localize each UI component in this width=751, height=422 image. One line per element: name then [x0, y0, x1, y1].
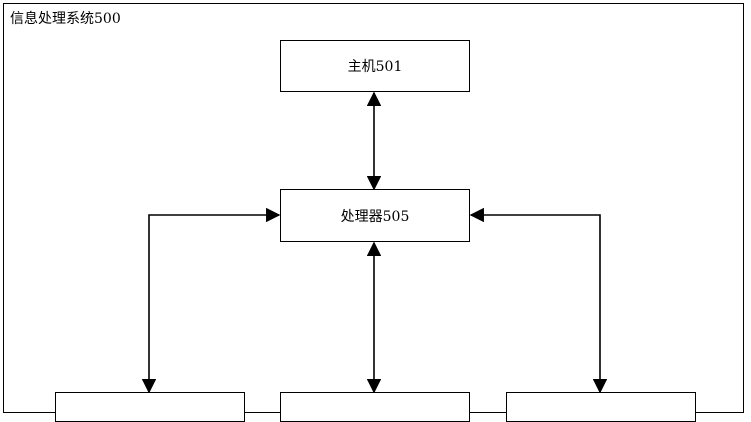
host-node: 主机501 [280, 40, 470, 92]
bottom-right-node [506, 392, 696, 422]
system-label: 信息处理系统500 [10, 11, 121, 27]
host-node-label: 主机501 [347, 59, 403, 75]
processor-node: 处理器505 [280, 189, 470, 242]
bottom-center-node [280, 392, 470, 422]
diagram-canvas: 信息处理系统500 主机501 处理器505 [3, 3, 744, 422]
connector-layer [141, 91, 608, 394]
edge-processor-bottom-left [141, 207, 281, 394]
processor-node-label: 处理器505 [340, 208, 410, 225]
edge-processor-bottom-right [469, 207, 608, 394]
bottom-left-node [55, 392, 245, 422]
